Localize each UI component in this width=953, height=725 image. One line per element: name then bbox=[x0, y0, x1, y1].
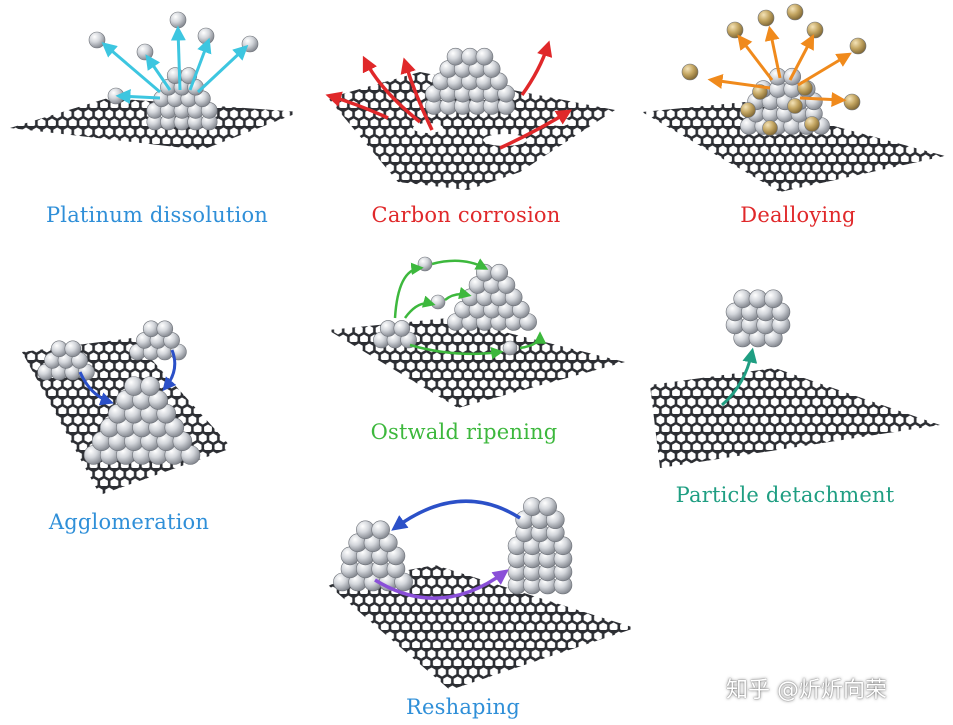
nanoparticle-clusters bbox=[37, 3, 867, 595]
label-particle-detachment: Particle detachment bbox=[675, 483, 895, 507]
nanoparticle bbox=[371, 520, 390, 540]
nanoparticle bbox=[475, 47, 494, 66]
dealloying-arrow-5 bbox=[797, 52, 852, 87]
nanoparticle bbox=[849, 37, 867, 55]
dealloying-arrow-1 bbox=[707, 74, 771, 90]
label-carbon-corrosion: Carbon corrosion bbox=[371, 203, 561, 227]
nanoparticle bbox=[762, 120, 778, 136]
nanoparticle bbox=[843, 93, 861, 111]
nanoparticle bbox=[417, 256, 433, 272]
nanoparticle bbox=[740, 102, 756, 118]
label-reshaping: Reshaping bbox=[406, 695, 520, 719]
nanoparticle bbox=[140, 376, 160, 396]
corrosion-arrow-1 bbox=[325, 91, 389, 120]
nanoparticle bbox=[88, 31, 106, 49]
nanoparticle bbox=[430, 294, 446, 310]
nanoparticle bbox=[786, 3, 804, 21]
nanoparticle bbox=[804, 116, 820, 132]
dealloying-arrow-3 bbox=[764, 25, 782, 79]
nanoparticle bbox=[197, 27, 215, 45]
corrosion-arrow-5 bbox=[499, 109, 573, 150]
label-dealloying: Dealloying bbox=[740, 203, 856, 227]
agglomeration-arrow-2 bbox=[162, 349, 177, 392]
dissolution-arrow-6 bbox=[115, 89, 161, 105]
label-agglomeration: Agglomeration bbox=[48, 510, 210, 534]
dealloying-arrow-6 bbox=[799, 92, 847, 107]
reshaping-arrow-bottom bbox=[374, 569, 509, 600]
dissolution-arrow-3 bbox=[170, 25, 186, 91]
nanoparticle bbox=[136, 43, 154, 61]
watermark: 知乎 @炘炘向荣 bbox=[726, 678, 887, 703]
ostwald-arrow-3 bbox=[403, 295, 436, 319]
corrosion-arrow-3 bbox=[400, 57, 434, 131]
nanoparticle bbox=[787, 98, 803, 114]
nanoparticle bbox=[806, 21, 824, 39]
ostwald-arrow-5 bbox=[409, 343, 504, 360]
detachment-arrow bbox=[721, 347, 758, 407]
nanoparticle bbox=[681, 63, 699, 81]
nanoparticle bbox=[502, 340, 518, 356]
ostwald-arrow-2 bbox=[431, 258, 489, 270]
sheet-reshaping bbox=[328, 565, 635, 690]
dissolution-arrow-2 bbox=[145, 54, 172, 91]
nanoparticle bbox=[757, 9, 775, 27]
dealloying-arrow-4 bbox=[788, 34, 815, 81]
nanoparticle bbox=[538, 497, 557, 517]
ostwald-arrow-1 bbox=[393, 262, 424, 319]
reshaping-arrow-top bbox=[391, 499, 521, 531]
sheet-dealloying bbox=[642, 102, 945, 192]
process-arrows bbox=[78, 25, 852, 600]
dissolution-arrow-4 bbox=[188, 37, 212, 91]
label-platinum-dissolution: Platinum dissolution bbox=[45, 203, 269, 227]
corrosion-arrow-2 bbox=[362, 55, 422, 124]
sheet-ostwald-ripening bbox=[328, 318, 625, 408]
nanoparticle bbox=[393, 320, 411, 337]
ostwald-arrow-6 bbox=[519, 331, 547, 350]
label-ostwald-ripening: Ostwald ripening bbox=[370, 420, 558, 444]
nanoparticle bbox=[156, 320, 174, 338]
ostwald-arrow-4 bbox=[444, 286, 472, 301]
nanoparticle bbox=[763, 289, 783, 309]
nanoparticle bbox=[490, 263, 509, 282]
nanoparticle bbox=[64, 340, 82, 358]
nanoparticle bbox=[169, 11, 187, 29]
dissolution-arrow-1 bbox=[101, 42, 161, 94]
corrosion-arrow-4 bbox=[520, 40, 553, 97]
agglomeration-arrow-1 bbox=[78, 371, 114, 406]
sheet-carbon-corrosion bbox=[328, 72, 615, 190]
sheet-particle-detachment bbox=[650, 368, 940, 468]
dissolution-arrow-5 bbox=[196, 44, 249, 94]
dealloying-arrow-2 bbox=[737, 34, 774, 81]
nanoparticle bbox=[726, 21, 744, 39]
